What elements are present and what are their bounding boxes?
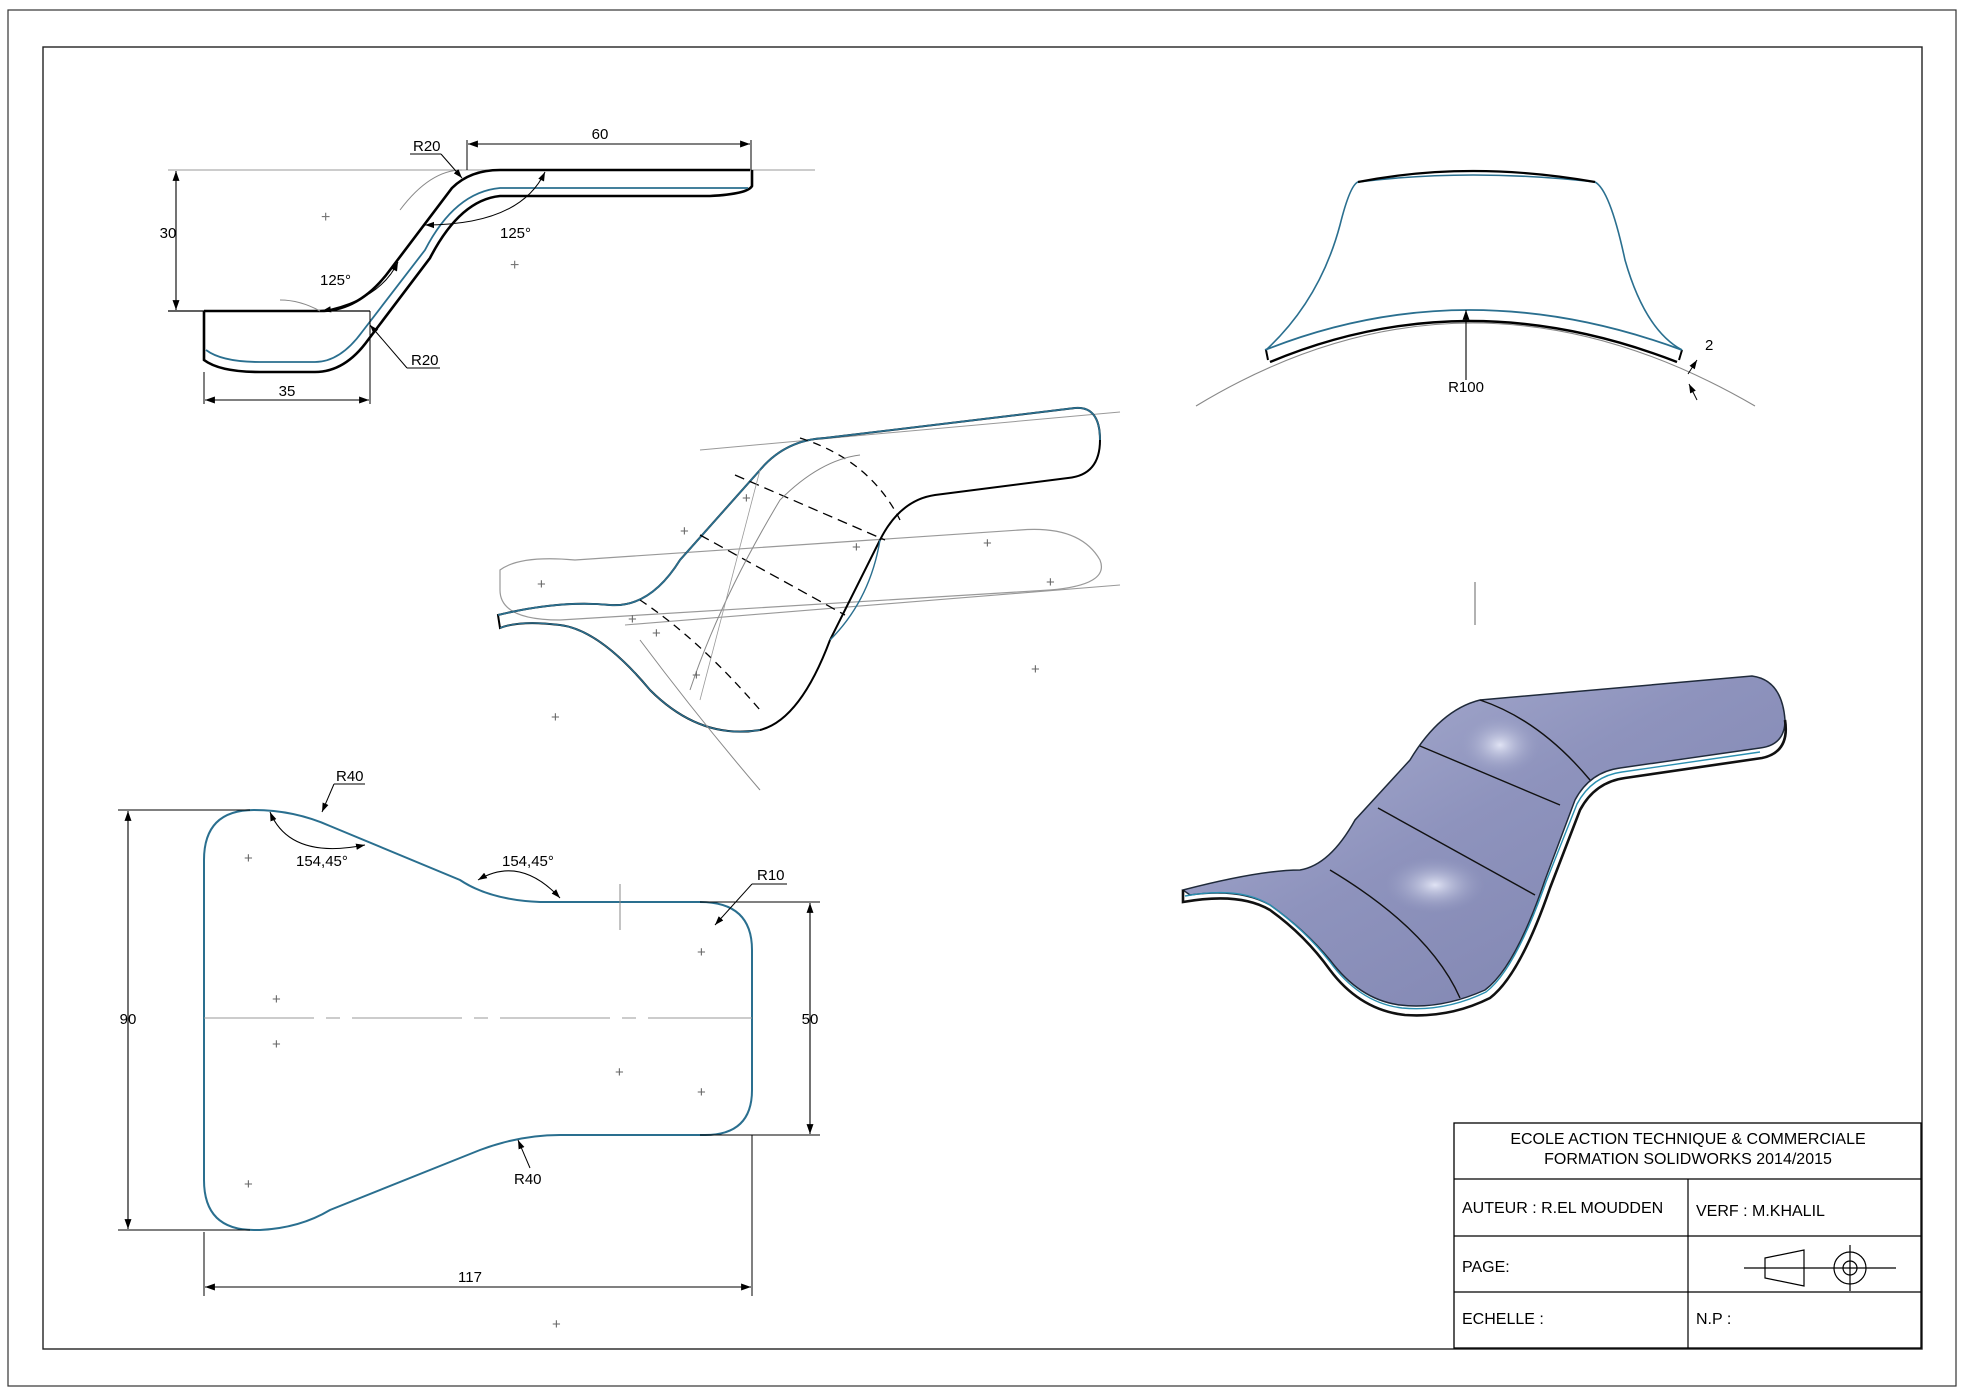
svg-text:+: + <box>983 535 992 552</box>
scale-field: ECHELLE : <box>1462 1311 1544 1328</box>
svg-text:+: + <box>244 1176 253 1193</box>
thickness-label: 2 <box>1705 337 1713 354</box>
page-field: PAGE: <box>1462 1259 1510 1276</box>
wireframe-isometric-view: + + + + + + + + + + + <box>496 406 1121 791</box>
svg-text:+: + <box>852 539 861 556</box>
projection-symbol-icon <box>1744 1245 1896 1291</box>
dim-height-label: 30 <box>160 225 177 242</box>
svg-text:+: + <box>697 944 706 961</box>
side-profile-view: 30 60 35 R20 R20 125° 125° + + <box>160 126 815 404</box>
angle-right-label: 125° <box>500 225 531 242</box>
svg-text:+: + <box>510 257 519 274</box>
dim-width-label: 117 <box>458 1269 482 1286</box>
svg-text:+: + <box>1031 661 1040 678</box>
svg-text:+: + <box>615 1064 624 1081</box>
verifier-field: VERF : M.KHALIL <box>1696 1203 1825 1220</box>
svg-text:+: + <box>697 1084 706 1101</box>
radius-top-label: R20 <box>413 138 441 155</box>
svg-text:+: + <box>272 1036 281 1053</box>
svg-text:+: + <box>552 1316 561 1333</box>
radius-bottom-label: R40 <box>514 1171 542 1188</box>
outer-frame <box>7 9 1957 1387</box>
course-name: FORMATION SOLIDWORKS 2014/2015 <box>1544 1151 1832 1168</box>
svg-text:+: + <box>551 709 560 726</box>
radius-bottom-label: R20 <box>411 352 439 369</box>
dim-height-left-label: 90 <box>120 1011 137 1028</box>
svg-text:+: + <box>272 991 281 1008</box>
np-field: N.P : <box>1696 1311 1731 1328</box>
dim-bottom-length-label: 35 <box>279 383 296 400</box>
svg-text:+: + <box>680 523 689 540</box>
svg-text:+: + <box>628 611 637 628</box>
angle-right-label: 154,45° <box>502 853 554 870</box>
shaded-3d-view <box>1181 675 1788 1017</box>
svg-text:+: + <box>321 209 330 226</box>
inner-frame <box>42 46 1923 1350</box>
radius-label: R100 <box>1448 379 1484 396</box>
radius-corner-label: R10 <box>757 867 785 884</box>
svg-text:+: + <box>652 625 661 642</box>
title-block: ECOLE ACTION TECHNIQUE & COMMERCIALE FOR… <box>1453 1122 1922 1349</box>
dim-top-length-label: 60 <box>592 126 609 143</box>
dim-height-right-label: 50 <box>802 1011 819 1028</box>
svg-text:+: + <box>244 850 253 867</box>
svg-text:+: + <box>742 490 751 507</box>
angle-left-label: 154,45° <box>296 853 348 870</box>
front-profile-view: R100 2 <box>1195 169 1756 625</box>
school-name: ECOLE ACTION TECHNIQUE & COMMERCIALE <box>1510 1131 1865 1148</box>
radius-top-label: R40 <box>336 768 364 785</box>
svg-text:+: + <box>692 667 701 684</box>
angle-left-label: 125° <box>320 272 351 289</box>
top-plan-view: 90 50 117 R40 R40 R10 154,45° 154,45° + +… <box>118 768 820 1333</box>
svg-text:+: + <box>537 576 546 593</box>
author-field: AUTEUR : R.EL MOUDDEN <box>1462 1200 1663 1217</box>
svg-text:+: + <box>1046 574 1055 591</box>
